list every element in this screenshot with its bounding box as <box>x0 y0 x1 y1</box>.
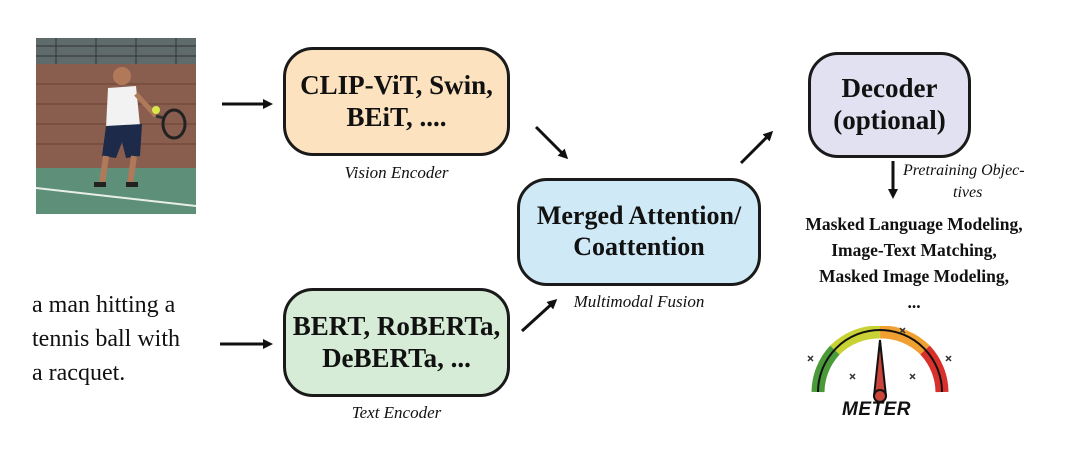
fusion-line: Coattention <box>573 232 705 261</box>
decoder-line: (optional) <box>833 105 946 135</box>
gauge-icon <box>807 326 952 403</box>
input-caption-text: a man hitting a tennis ball with a racqu… <box>32 288 180 390</box>
decoder-line: Decoder <box>841 73 938 104</box>
input-text-line: tennis ball with <box>32 326 180 353</box>
fusion-caption: Multimodal Fusion <box>573 292 705 311</box>
pretraining-label: Pretraining Objec- tives <box>903 160 1025 203</box>
vision-encoder-line: BEiT, .... <box>346 101 447 132</box>
tennis-player-photo <box>36 38 196 214</box>
vision-encoder-caption: Vision Encoder <box>344 163 449 182</box>
text-to-fusion-arrow <box>520 298 558 333</box>
text-encoder-line: DeBERTa, ... <box>322 342 471 373</box>
fusion-box: Merged Attention/ Coattention <box>517 178 761 286</box>
fusion-to-decoder-arrow <box>739 130 774 165</box>
decoder-box: Decoder (optional) <box>808 52 971 158</box>
pretraining-label-line: Pretraining Objec- <box>903 162 1025 179</box>
pretraining-label-line: tives <box>953 183 983 201</box>
pretraining-objectives-list: Masked Language Modeling, Image-Text Mat… <box>764 212 1064 316</box>
objective-item: Image-Text Matching, <box>831 239 997 260</box>
text-encoder-caption: Text Encoder <box>351 403 442 422</box>
vision-encoder-box: CLIP-ViT, Swin, BEiT, .... <box>283 47 510 156</box>
input-text-line: a man hitting a <box>32 292 176 318</box>
text-encoder-line: BERT, RoBERTa, <box>292 310 501 341</box>
objective-item: ... <box>907 291 921 312</box>
objective-item: Masked Image Modeling, <box>818 265 1010 286</box>
vision-to-fusion-arrow <box>534 125 569 160</box>
input-text-line: a racquet. <box>32 360 126 387</box>
vision-encoder-line: CLIP-ViT, Swin, <box>300 69 493 100</box>
text-encoder-box: BERT, RoBERTa, DeBERTa, ... <box>283 288 510 397</box>
objective-item: Masked Language Modeling, <box>805 214 1023 234</box>
meter-label: METER <box>842 399 911 420</box>
fusion-line: Merged Attention/ <box>536 201 742 231</box>
